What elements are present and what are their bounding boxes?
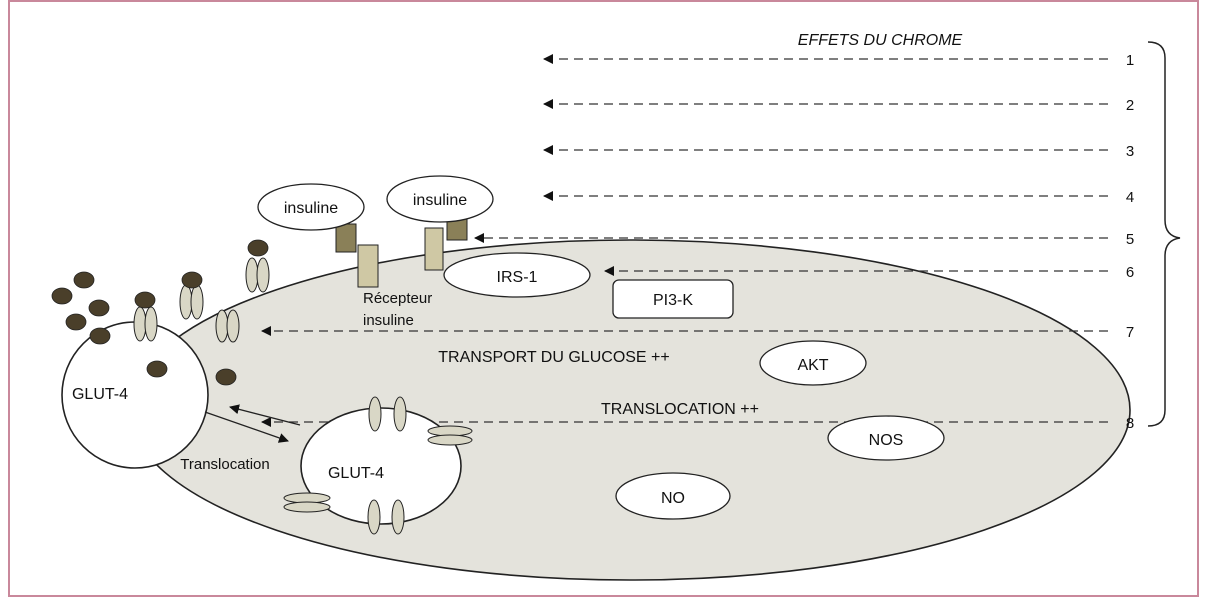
receptor-label-line2: insuline (363, 312, 414, 329)
insulin-label: insuline (284, 200, 338, 217)
glucose-molecule (88, 299, 110, 317)
effect-number-1: 1 (1126, 52, 1134, 69)
akt-node (759, 340, 867, 386)
effect-number-3: 3 (1126, 143, 1134, 160)
irs1-node (443, 252, 591, 298)
translocation-effect-label: TRANSLOCATION ++ (601, 401, 759, 418)
no-label: NO (661, 490, 685, 507)
glut4-transporter (368, 396, 382, 432)
glut4-transporter (283, 501, 331, 513)
membrane-transporters (133, 257, 270, 343)
receptor-subunit (357, 244, 379, 288)
akt-label: AKT (797, 357, 828, 374)
effect-number-6: 6 (1126, 264, 1134, 281)
glucose-molecule (146, 360, 168, 378)
pi3k-node (612, 279, 734, 319)
effects-title: EFFETS DU CHROME (798, 32, 963, 49)
glucose-molecule (181, 271, 203, 289)
glut4-transporter (256, 257, 270, 293)
glut4-transporter (391, 499, 405, 535)
glucose-molecule (73, 271, 95, 289)
glucose-molecule (134, 291, 156, 309)
insulin-molecule (386, 175, 494, 223)
vesicle-transporters (283, 396, 473, 535)
effects-brace (1147, 41, 1181, 427)
effect-number-5: 5 (1126, 231, 1134, 248)
glucose-molecule (65, 313, 87, 331)
glucose-molecule (247, 239, 269, 257)
nos-node (827, 415, 945, 461)
receptor-subunit (424, 227, 444, 271)
pi3k-label: PI3-K (653, 292, 693, 309)
insulin-receptor (335, 217, 468, 288)
receptor-label-line1: Récepteur (363, 290, 432, 307)
translocation-arrow-in (204, 411, 289, 443)
glucose-molecules (51, 239, 269, 386)
glucose-transport-label: TRANSPORT DU GLUCOSE ++ (438, 349, 669, 366)
glut4-transporter (367, 499, 381, 535)
glut4-transporter (427, 434, 473, 446)
effect-number-2: 2 (1126, 97, 1134, 114)
receptor-subunit (335, 223, 357, 253)
glucose-molecule (215, 368, 237, 386)
insulin-molecule (257, 183, 365, 231)
translocation-arrow-out (229, 404, 301, 426)
glut4-transporter (226, 309, 240, 343)
glucose-molecule (89, 327, 111, 345)
glut4-outer-label: GLUT-4 (72, 386, 128, 403)
glut4-transporter (179, 284, 193, 320)
glut4-transporter (190, 284, 204, 320)
frame-border (8, 0, 1199, 597)
glut4-inner-label: GLUT-4 (328, 465, 384, 482)
irs1-label: IRS-1 (497, 269, 538, 286)
glut4-transporter (133, 306, 147, 342)
effect-number-4: 4 (1126, 189, 1134, 206)
effect-numbers: 1 2 3 4 5 6 7 8 (1126, 52, 1134, 432)
effect-number-7: 7 (1126, 324, 1134, 341)
glut4-transporter (144, 306, 158, 342)
nos-label: NOS (869, 432, 904, 449)
glucose-molecule (51, 287, 73, 305)
no-node (615, 472, 731, 520)
translocation-label: Translocation (180, 456, 270, 473)
effect-number-8: 8 (1126, 415, 1134, 432)
glut4-transporter (245, 257, 259, 293)
glut4-transporter (215, 309, 229, 343)
glut4-transporter (393, 396, 407, 432)
insulin-label: insuline (413, 192, 467, 209)
